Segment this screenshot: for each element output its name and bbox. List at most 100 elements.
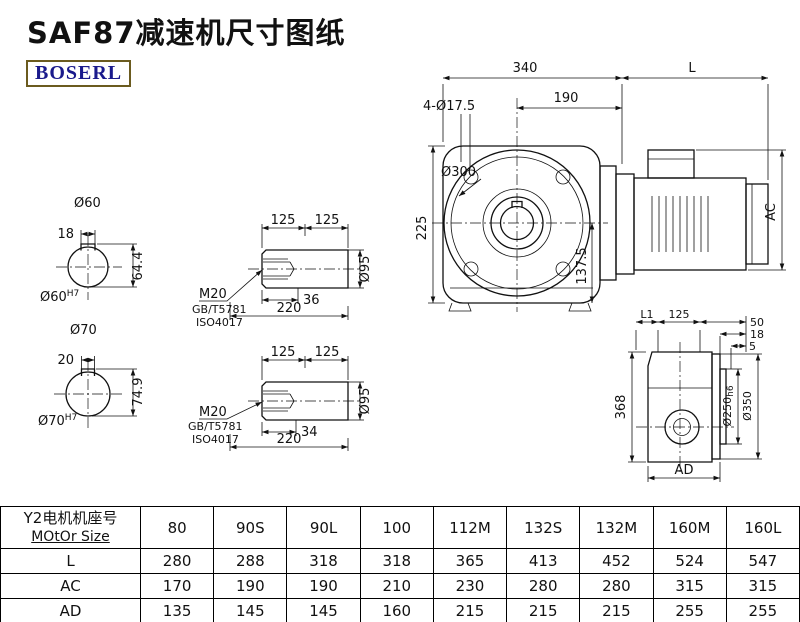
- label-bolt-holes: 4-Ø17.5: [423, 99, 475, 114]
- dim-depth-top: 36: [303, 293, 320, 308]
- table-col-100: 100: [359, 506, 434, 549]
- shaft-60-end-view: 18 64.4 Ø60 Ø60H7: [40, 196, 146, 305]
- dim-flange-dia-350: Ø350: [741, 391, 754, 421]
- table-col-132s: 132S: [506, 506, 581, 549]
- motor-size-label-cn: Y2电机机座号: [23, 508, 118, 527]
- dim-depth-bottom: 34: [301, 425, 318, 440]
- table-cell: 190: [213, 573, 288, 599]
- dim-18-side: 18: [750, 328, 764, 341]
- table-col-112m: 112M: [432, 506, 508, 549]
- bore-70-value: Ø70: [38, 414, 65, 429]
- label-thread-bottom: M20: [199, 405, 227, 420]
- bore-60-value: Ø60: [40, 290, 67, 305]
- label-flange-dia: Ø300: [441, 165, 476, 180]
- table-cell: 215: [506, 598, 581, 622]
- side-view: L1 125 50 18 5 368 Ø250h6 Ø350 AD: [614, 308, 764, 482]
- dim-spigot-dia: Ø250h6: [721, 385, 736, 426]
- table-cell: 280: [579, 573, 654, 599]
- shaft-70-end-view: 20 74.9 Ø70 Ø70H7: [38, 323, 146, 429]
- table-cell: 135: [139, 598, 215, 622]
- table-cell: 315: [652, 573, 727, 599]
- table-cell: 547: [725, 548, 800, 574]
- table-col-90l: 90L: [286, 506, 361, 549]
- table-cell: 365: [432, 548, 508, 574]
- dim-height-368: 368: [614, 395, 629, 420]
- table-cell: 170: [139, 573, 215, 599]
- dim-dia-95-top: Ø95: [358, 256, 373, 283]
- dim-key-width-60: 18: [57, 227, 74, 242]
- table-row-AC: AC 170 190 190 210 230 280 280 315 315: [0, 573, 800, 599]
- table-col-90s: 90S: [213, 506, 288, 549]
- dim-width-340: 340: [513, 61, 538, 76]
- table-cell: 255: [652, 598, 727, 622]
- label-bore-60: Ø60H7: [40, 289, 79, 305]
- label-std1-top: GB/T5781: [192, 303, 247, 316]
- technical-drawing: 18 64.4 Ø60 Ø60H7 20 74.9 Ø70 Ø70H7: [38, 61, 786, 482]
- dim-50: 50: [750, 316, 764, 329]
- label-dia-70: Ø70: [70, 323, 97, 338]
- table-cell: 280: [139, 548, 215, 574]
- dim-L1: L1: [640, 308, 653, 321]
- table-col-80: 80: [139, 506, 215, 549]
- dim-len1-bottom: 125: [271, 345, 296, 360]
- table-cell: 280: [506, 573, 581, 599]
- table-cell: 210: [359, 573, 434, 599]
- table-row-AD: AD 135 145 145 160 215 215 215 255 255: [0, 598, 800, 622]
- dim-key-width-70: 20: [57, 353, 74, 368]
- dim-key-height-60: 64.4: [131, 252, 146, 281]
- dim-5: 5: [749, 340, 756, 353]
- table-cell: 452: [579, 548, 654, 574]
- dim-depth-AD: AD: [675, 463, 694, 478]
- table-cell: 160: [359, 598, 434, 622]
- table-cell: 215: [579, 598, 654, 622]
- dim-len1-top: 125: [271, 213, 296, 228]
- main-front-view: Ø300 4-Ø17.5 340 L 190 225 137.5: [415, 61, 786, 312]
- table-col-160l: 160L: [725, 506, 800, 549]
- label-std2-bottom: ISO4017: [192, 433, 239, 446]
- label-dia-60: Ø60: [74, 196, 101, 211]
- row-label-AC: AC: [0, 573, 141, 599]
- label-bore-70: Ø70H7: [38, 413, 77, 429]
- table-cell: 315: [725, 573, 800, 599]
- dim-motor-length-L: L: [688, 61, 696, 76]
- row-label-AD: AD: [0, 598, 141, 622]
- table-cell: 190: [286, 573, 361, 599]
- table-cell: 524: [652, 548, 727, 574]
- dim-len2-top: 125: [315, 213, 340, 228]
- dimension-table: Y2电机机座号 MOtOr Size 80 90S 90L 100 112M 1…: [0, 506, 800, 622]
- shaft-profile-top: 125 125 36 220 Ø95 M20 GB/T5781 ISO4017: [192, 213, 373, 329]
- table-col-160m: 160M: [652, 506, 727, 549]
- table-header-row: Y2电机机座号 MOtOr Size 80 90S 90L 100 112M 1…: [0, 506, 800, 549]
- table-cell: 215: [432, 598, 508, 622]
- table-cell: 318: [286, 548, 361, 574]
- dim-total-top: 220: [277, 301, 302, 316]
- spigot-tolerance: h6: [726, 385, 736, 397]
- table-cell: 145: [286, 598, 361, 622]
- shaft-profile-bottom: 125 125 34 220 Ø95 M20 GB/T5781 ISO4017: [188, 345, 373, 451]
- dim-total-bottom: 220: [277, 432, 302, 447]
- table-cell: 145: [213, 598, 288, 622]
- bore-70-tolerance: H7: [65, 413, 78, 423]
- table-cell: 255: [725, 598, 800, 622]
- table-header-motor-size: Y2电机机座号 MOtOr Size: [0, 506, 141, 549]
- dim-137-5: 137.5: [575, 247, 590, 284]
- bore-60-tolerance: H7: [67, 289, 80, 299]
- dim-125-side: 125: [669, 308, 690, 321]
- row-label-L: L: [0, 548, 141, 574]
- dim-dia-95-bottom: Ø95: [358, 388, 373, 415]
- dim-190: 190: [554, 91, 579, 106]
- table-col-132m: 132M: [579, 506, 654, 549]
- table-row-L: L 280 288 318 318 365 413 452 524 547: [0, 548, 800, 574]
- motor-size-label-en: MOtOr Size: [31, 528, 110, 545]
- dim-motor-height-AC: AC: [764, 203, 779, 221]
- label-thread-top: M20: [199, 287, 227, 302]
- dim-key-height-70: 74.9: [131, 378, 146, 407]
- motor-fins: [651, 196, 709, 252]
- table-cell: 318: [359, 548, 434, 574]
- dim-height-225: 225: [415, 216, 430, 241]
- dim-len2-bottom: 125: [315, 345, 340, 360]
- brand-logo: BOSERL: [26, 60, 132, 87]
- table-cell: 288: [213, 548, 288, 574]
- label-std2-top: ISO4017: [196, 316, 243, 329]
- table-cell: 413: [506, 548, 581, 574]
